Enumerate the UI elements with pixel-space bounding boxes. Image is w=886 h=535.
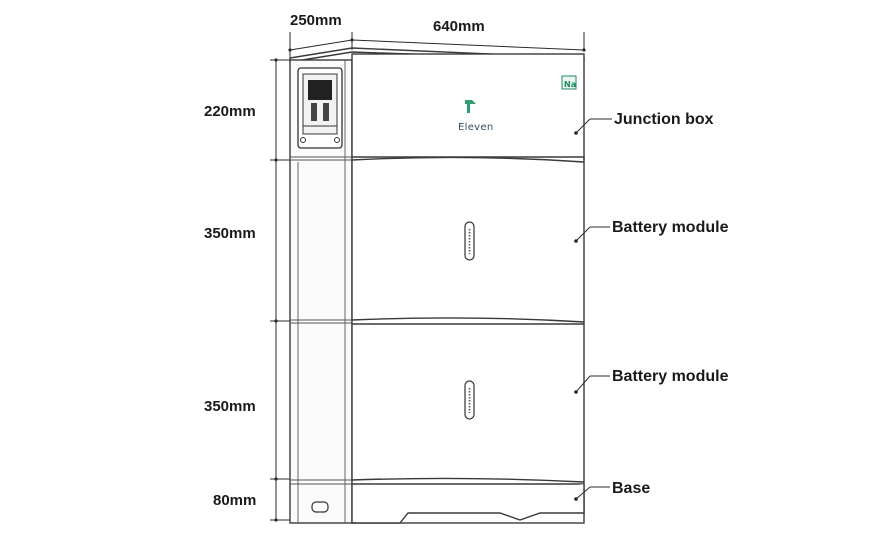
cabinet — [289, 47, 585, 524]
brand-name: Eleven — [458, 122, 493, 133]
callouts: Junction box Battery module Battery modu… — [574, 111, 729, 501]
base-height-label: 80mm — [213, 492, 256, 509]
junction-box-height-label: 220mm — [204, 103, 256, 120]
battery-module-2-label: Battery module — [612, 368, 729, 385]
sodium-badge: Na — [561, 75, 577, 90]
depth-dimension-label: 250mm — [290, 12, 342, 29]
battery-module-2-height-label: 350mm — [204, 398, 256, 415]
top-dimensions: 250mm 640mm — [288, 12, 586, 58]
brand-logo: Eleven — [458, 100, 493, 133]
callout-junction-box: Junction box — [574, 111, 714, 135]
junction-box-label: Junction box — [614, 111, 714, 128]
battery-module-2 — [464, 380, 475, 420]
battery-module-1-height-label: 350mm — [204, 225, 256, 242]
battery-module-1-label: Battery module — [612, 219, 729, 236]
callout-battery-module-1: Battery module — [574, 219, 729, 243]
battery-module-1 — [464, 221, 475, 261]
height-dimensions: 220mm 350mm 350mm 80mm — [204, 58, 294, 522]
base-handle-slot — [311, 501, 329, 513]
base-label: Base — [612, 480, 650, 497]
junction-box: Eleven Na — [297, 67, 577, 149]
callout-battery-module-2: Battery module — [574, 368, 729, 394]
breaker-switch-icon — [297, 67, 343, 149]
brand-mark-icon — [465, 100, 476, 113]
base — [311, 484, 585, 524]
width-dimension-label: 640mm — [433, 18, 485, 35]
sodium-badge-label: Na — [564, 80, 576, 89]
callout-base: Base — [574, 480, 650, 501]
